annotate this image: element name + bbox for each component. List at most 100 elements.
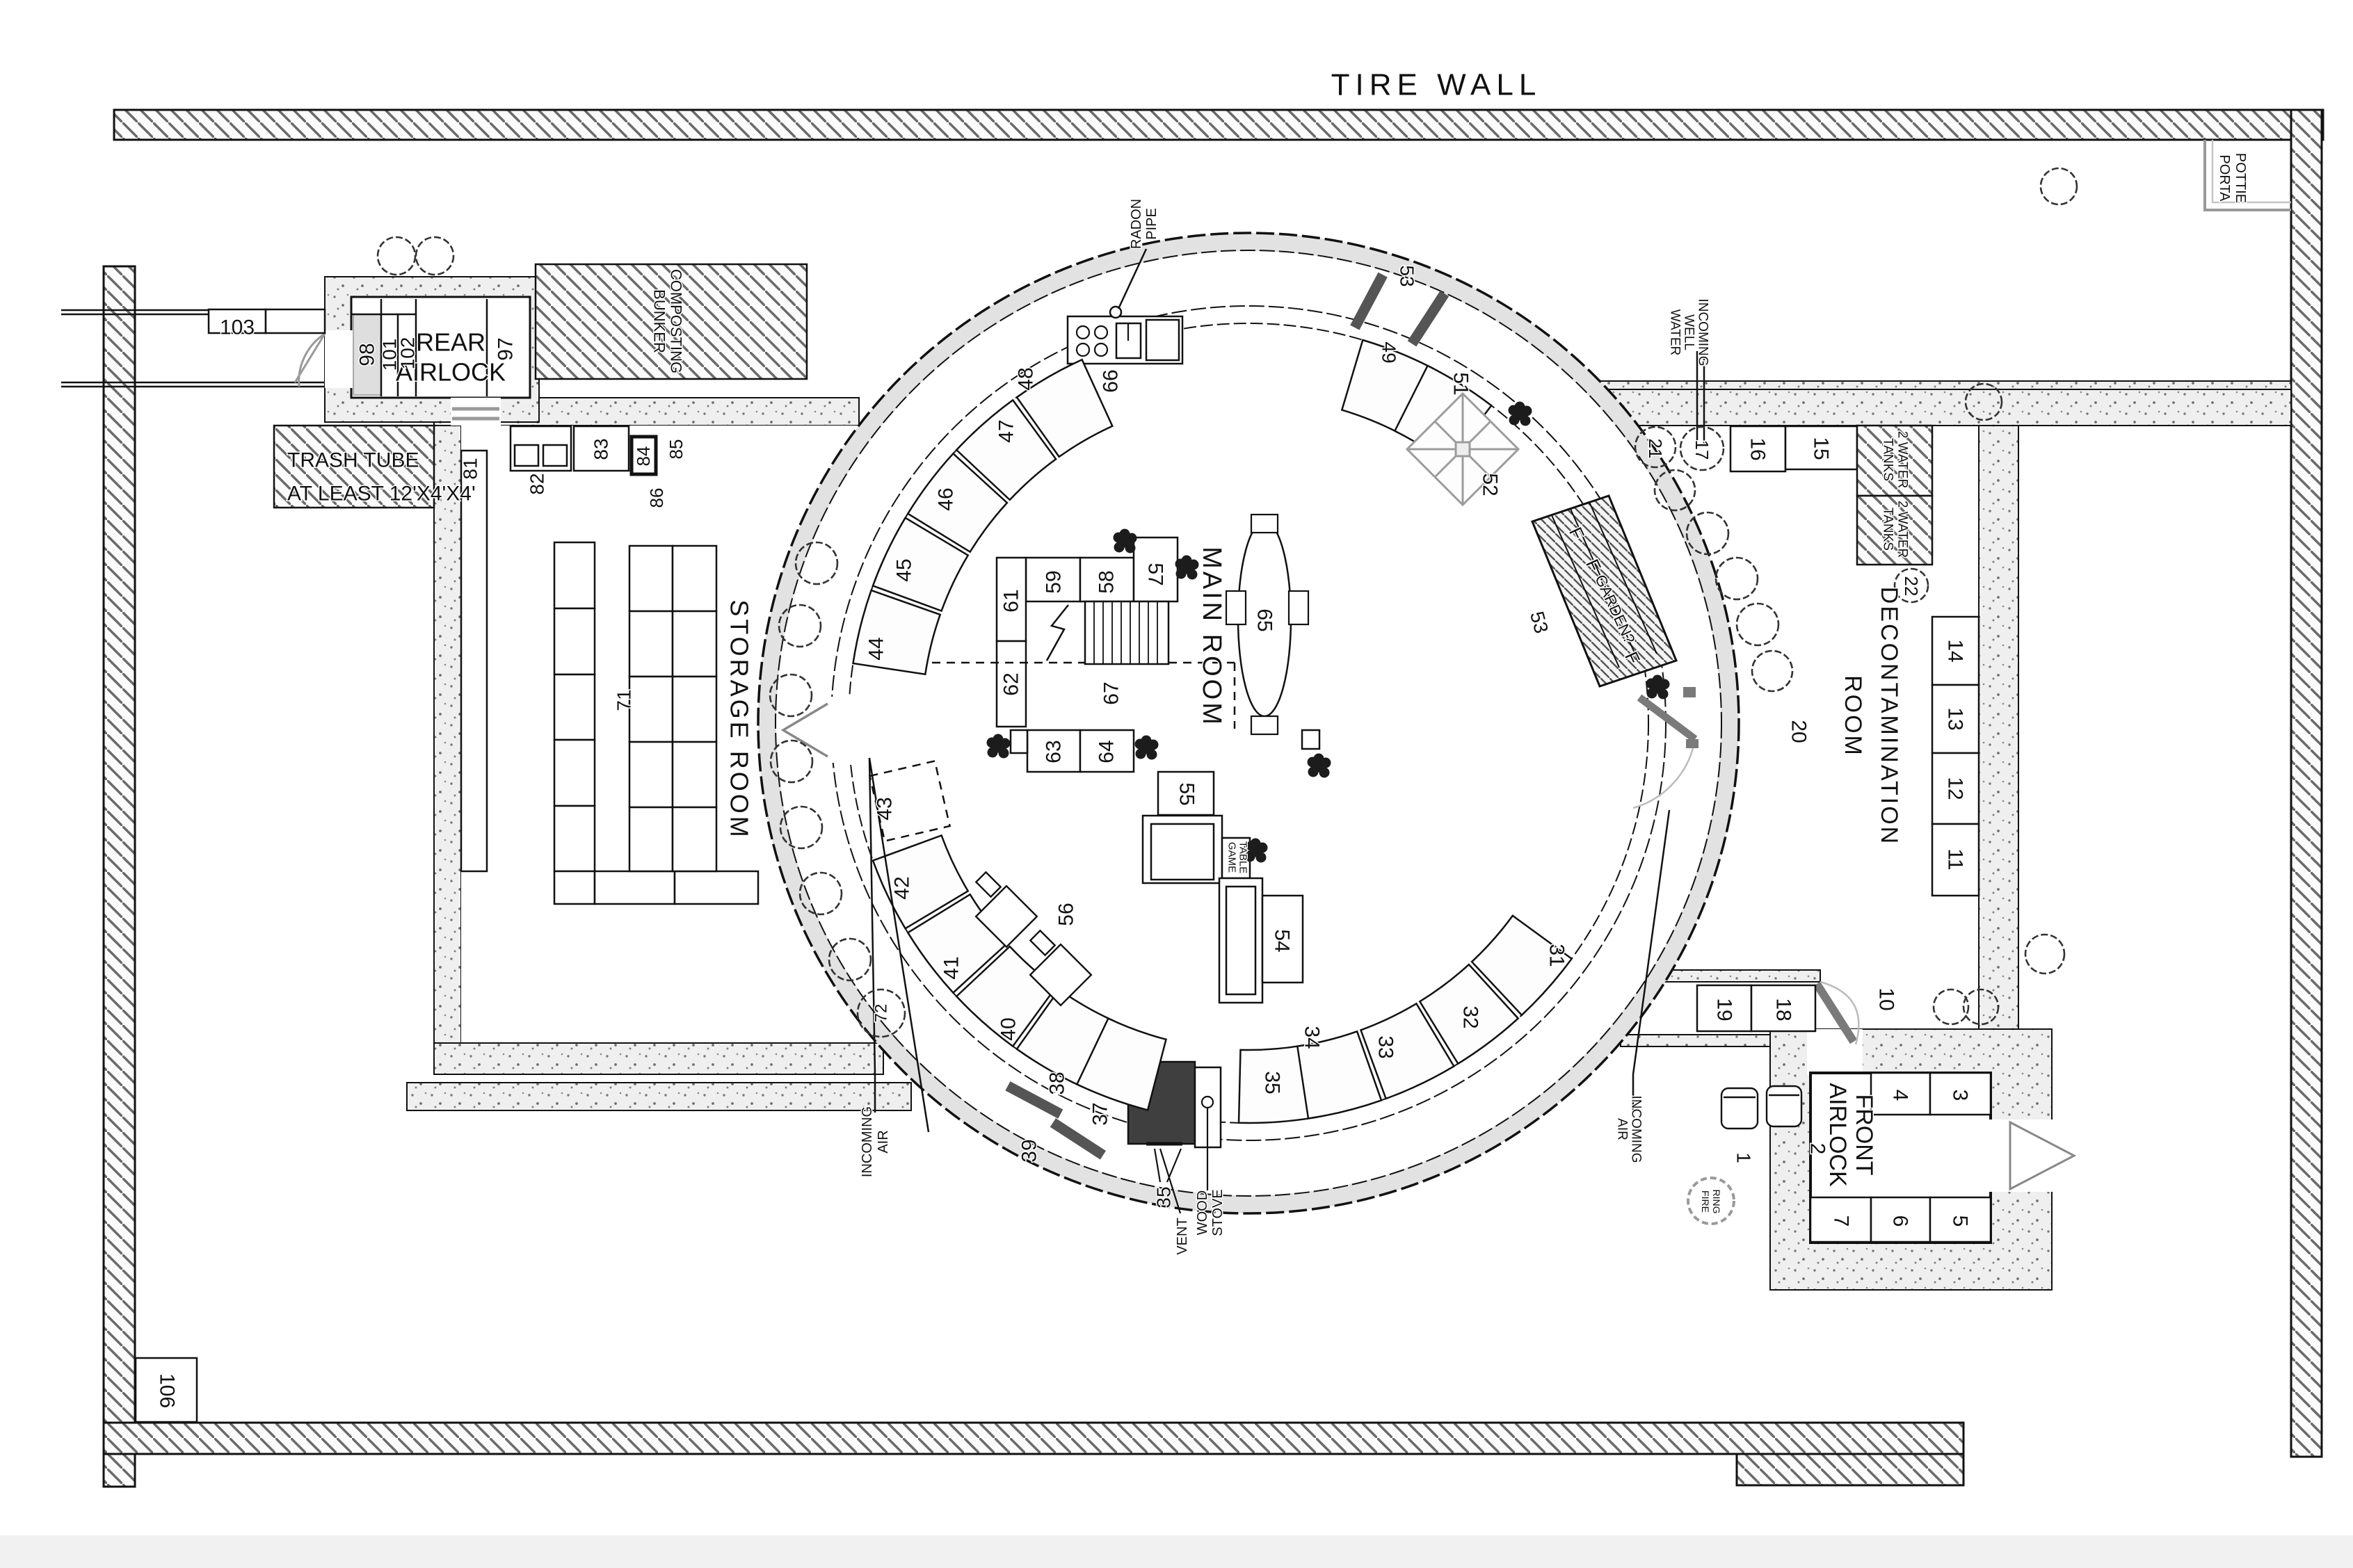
west-door-gap (803, 697, 887, 763)
front-chairs[interactable] (1720, 1085, 1803, 1130)
label-air: AIR (876, 1130, 891, 1153)
ring-segment-34 (1296, 1030, 1383, 1120)
label-wood: WOOD (1195, 1190, 1210, 1235)
label-67: 67 (1100, 681, 1123, 704)
ring-segment-44 (852, 589, 942, 676)
label-62: 62 (1000, 672, 1023, 695)
label-101: 101 (379, 339, 401, 371)
shelf-94 (671, 675, 718, 743)
rear-airlock-door[interactable] (294, 332, 326, 387)
ring-segment-32 (1418, 963, 1520, 1065)
label-32: 32 (1459, 1005, 1482, 1028)
tire (1751, 649, 1794, 693)
label-85: 85 (666, 439, 686, 460)
ring-segment-37 (1075, 1017, 1168, 1111)
room-small (1009, 729, 1029, 754)
label-63: 63 (1043, 740, 1066, 763)
stove-burners (1075, 323, 1130, 357)
tire (1735, 602, 1780, 647)
label-incoming: INCOMING (1696, 298, 1710, 366)
shelf-95 (671, 610, 718, 678)
label-decontamination: DECONTAMINATION (1876, 587, 1902, 846)
tire (779, 805, 824, 850)
decon-east-wall (1978, 425, 2019, 1042)
label-44: 44 (865, 637, 888, 660)
decon-to-airlock-door[interactable] (1813, 981, 1858, 1044)
label-14: 14 (1944, 639, 1967, 662)
front-door[interactable] (2009, 1120, 2077, 1191)
label-48: 48 (1015, 367, 1038, 390)
shelf-74 (593, 870, 676, 905)
label-bunker: BUNKER (651, 289, 668, 353)
storage-south-wall (433, 1042, 884, 1075)
label-composting: COMPOSTING (668, 269, 685, 373)
water-tanks-2 (1856, 494, 1934, 566)
room-61 (995, 556, 1027, 642)
label-65: 65 (1253, 608, 1276, 631)
label-incoming: INCOMING (1629, 1095, 1644, 1163)
scan-shadow (0, 1535, 2353, 1568)
tire (2024, 933, 2066, 975)
shelf-90 (628, 741, 674, 809)
label-31: 31 (1545, 944, 1568, 967)
generated-plants (986, 401, 1670, 863)
east-door[interactable] (1637, 694, 1698, 743)
stairs[interactable] (932, 600, 1236, 729)
skylight-52 (1405, 391, 1520, 507)
tables-56[interactable] (974, 871, 1093, 1007)
shelf-91 (628, 806, 674, 873)
label-room: ROOM (1840, 675, 1866, 757)
tire (769, 673, 813, 718)
label-radon: RADON (1129, 199, 1144, 249)
tire (376, 236, 417, 276)
stove-callouts (1146, 1095, 1214, 1214)
kitchen-unit (1145, 318, 1180, 362)
label-35: 35 (1261, 1071, 1284, 1094)
shelf-73 (673, 870, 760, 905)
label-storage-room: STORAGE ROOM (725, 599, 754, 839)
ring-segment-48 (1015, 358, 1114, 458)
plant-icon (1646, 674, 1670, 700)
generated-ring-segments (852, 339, 1573, 1124)
label-2-water: 2 WATER (1895, 431, 1910, 488)
label-45: 45 (893, 558, 916, 581)
label-71: 71 (613, 689, 635, 711)
shelf-14 (1931, 615, 1980, 686)
storage-north-door[interactable] (452, 407, 499, 421)
rear-airlock-partitions (351, 299, 488, 396)
radon-pipe-mark (1109, 305, 1123, 319)
ring-outer-band (758, 233, 1739, 1213)
stair-break (1045, 604, 1069, 661)
shelf-13 (1931, 684, 1980, 754)
dining-table-65[interactable] (1225, 513, 1310, 736)
tire (769, 739, 814, 784)
storage-north-door-gap (451, 398, 501, 426)
label-51: 51 (1449, 372, 1472, 395)
shelf-96 (671, 544, 718, 613)
label-4: 4 (1889, 1090, 1912, 1101)
west-door[interactable] (780, 702, 828, 758)
ring-outer-inner-edge (775, 250, 1722, 1197)
label-42: 42 (891, 876, 914, 899)
water-tanks-1 (1856, 424, 1934, 497)
plant-icon (1244, 838, 1268, 863)
label-12: 12 (1944, 777, 1967, 800)
ring-segment-31 (1470, 914, 1573, 1017)
shelf-11 (1931, 823, 1980, 897)
ring-segment-46 (906, 452, 1009, 553)
label-47: 47 (995, 419, 1018, 442)
label-56: 56 (1055, 903, 1078, 926)
label-41: 41 (940, 956, 963, 979)
label-72: 72 (872, 1004, 891, 1023)
fire-ring (1687, 1177, 1735, 1225)
label-main-room: MAIN ROOM (1197, 547, 1226, 727)
label-49: 49 (1379, 341, 1400, 363)
pipe-box-103 (207, 308, 267, 334)
tire (1964, 382, 2003, 421)
shelf-83 (572, 425, 630, 472)
shelf-92 (671, 806, 718, 873)
label-7: 7 (1830, 1215, 1853, 1227)
room-63 (1026, 729, 1082, 773)
label-66: 66 (1100, 369, 1123, 392)
